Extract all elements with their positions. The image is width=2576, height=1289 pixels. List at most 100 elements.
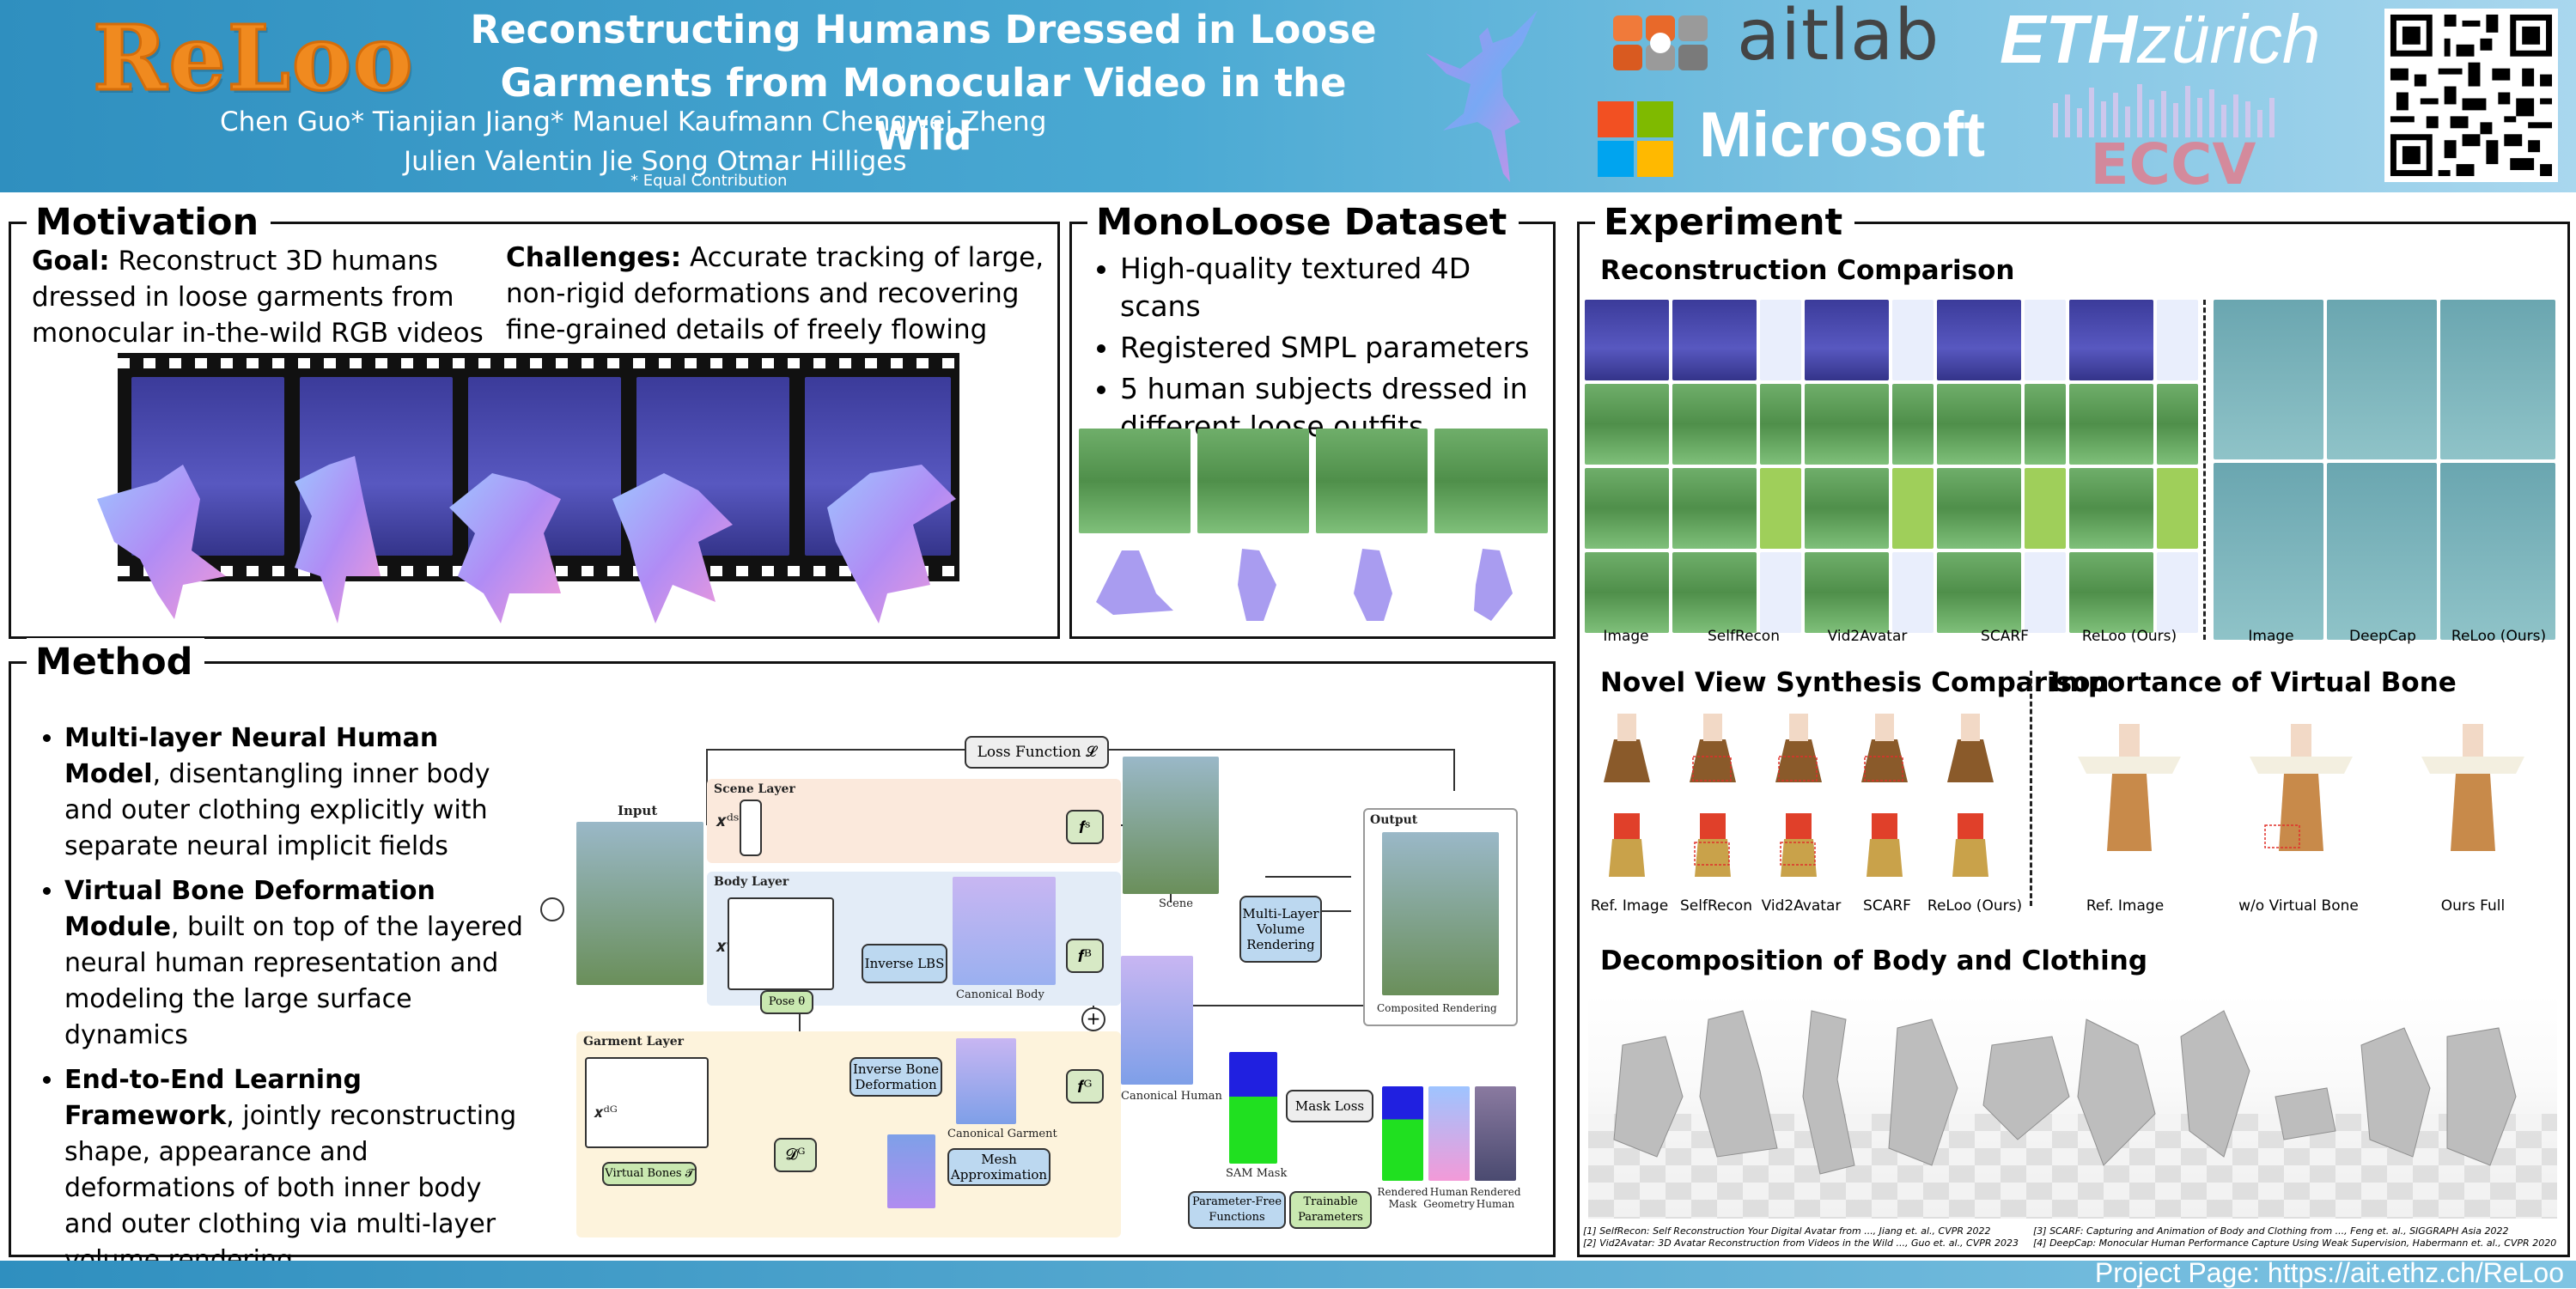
canonical-garment-mesh <box>956 1038 1016 1124</box>
output-box: Output Composited Rendering <box>1363 808 1518 1026</box>
eccv-wordmark: ECCV <box>2090 131 2256 189</box>
caption: DeepCap <box>2349 628 2416 645</box>
equal-contribution-note: * Equal Contribution <box>630 172 788 190</box>
volume-rendering-box: Multi-Layer Volume Rendering <box>1239 896 1322 963</box>
rendered-mask-label: Rendered Mask <box>1377 1186 1428 1210</box>
virtual-bones-box: Virtual Bones 𝓣 <box>602 1162 697 1186</box>
output-label: Output <box>1370 813 1418 827</box>
garment-encoder-box <box>585 1057 709 1148</box>
garment-layer: Garment Layer 𝒙ᵈᴳ <box>576 1031 1121 1237</box>
fs-network: 𝒇ˢ <box>1066 810 1104 844</box>
human-geometry-label: Human Geometry <box>1423 1186 1475 1210</box>
composited-image <box>1382 832 1499 995</box>
dataset-panel: MonoLoose Dataset High-quality textured … <box>1069 198 1556 639</box>
reference-1: [1] SelfRecon: Self Reconstruction Your … <box>1583 1225 1991 1237</box>
camera-icon <box>540 897 564 921</box>
decomposition-figure <box>1588 994 2557 1219</box>
sam-mask-label: SAM Mask <box>1226 1167 1288 1180</box>
dataset-photo <box>1316 429 1428 533</box>
dataset-photo <box>1079 429 1191 533</box>
fg-network: 𝒇ᴳ <box>1066 1069 1104 1104</box>
caption: Image <box>2248 628 2294 645</box>
dancer-meshes <box>97 456 956 623</box>
authors-line-1: Chen Guo* Tianjian Jiang* Manuel Kaufman… <box>220 106 1047 137</box>
dataset-photo <box>1197 429 1309 533</box>
motivation-title: Motivation <box>27 198 271 246</box>
decomposition-title: Decomposition of Body and Clothing <box>1600 945 2148 976</box>
caption: SelfRecon <box>1680 897 1752 915</box>
inverse-bone-box: Inverse Bone Deformation <box>850 1057 942 1097</box>
caption: w/o Virtual Bone <box>2238 897 2359 915</box>
goal-text: Goal: Reconstruct 3D humans dressed in l… <box>32 243 496 351</box>
body-layer-label: Body Layer <box>714 875 789 889</box>
caption: Ours Full <box>2440 897 2506 915</box>
project-page-link[interactable]: Project Page: https://ait.ethz.ch/ReLoo <box>2094 1257 2564 1288</box>
xg-symbol: 𝒙ᵈᴳ <box>594 1104 618 1122</box>
microsoft-logo: Microsoft <box>1598 98 1985 184</box>
xs-symbol: 𝒙ᵈˢ <box>716 810 740 830</box>
poster-title: Reconstructing Humans Dressed in Loose G… <box>470 7 1377 159</box>
garment-layer-label: Garment Layer <box>583 1035 684 1049</box>
method-bullet-text: , disentangling inner body and outer clo… <box>64 759 490 861</box>
eth-zurich-logo: ETHzürich <box>2000 0 2320 79</box>
nvs-divider <box>2030 671 2032 906</box>
sam-mask-image <box>1229 1052 1277 1164</box>
trainable-legend: Trainable Parameters <box>1289 1191 1372 1229</box>
deepcap-ours <box>2440 300 2555 459</box>
fb-network: 𝒇ᴮ <box>1066 939 1104 973</box>
caption: ReLoo (Ours) <box>2081 628 2177 645</box>
goal-label: Goal: <box>32 246 110 277</box>
canonical-body-mesh <box>953 877 1056 985</box>
rendered-human-label: Rendered Human <box>1470 1186 1521 1210</box>
aitlab-logo <box>1613 15 1708 70</box>
motivation-panel: Motivation Goal: Reconstruct 3D humans d… <box>9 198 1060 639</box>
input-label: Input <box>618 803 658 818</box>
caption: SCARF <box>1981 628 2029 645</box>
eth-wordmark: ETH <box>2000 1 2137 77</box>
reference-4: [4] DeepCap: Monocular Human Performance… <box>2033 1237 2557 1249</box>
rendered-human-image <box>1475 1086 1516 1181</box>
footer-bar: Project Page: https://ait.ethz.ch/ReLoo <box>0 1257 2576 1288</box>
param-free-legend: Parameter-Free Functions <box>1188 1191 1286 1229</box>
method-bullet: Multi-layer Neural Human Model, disentan… <box>64 721 537 865</box>
sum-node: + <box>1081 1007 1105 1031</box>
dataset-title: MonoLoose Dataset <box>1087 198 1519 246</box>
deepcap-image <box>2214 300 2323 459</box>
reloo-logo: ReLoo <box>91 4 415 112</box>
zurich-wordmark: zürich <box>2137 1 2321 77</box>
qr-code[interactable] <box>2384 9 2558 182</box>
recon-grid <box>1585 300 2219 641</box>
human-geometry-image <box>1428 1086 1470 1181</box>
recon-comparison-title: Reconstruction Comparison <box>1600 255 2015 286</box>
scene-layer-label: Scene Layer <box>714 782 795 796</box>
rendered-mask-image <box>1382 1086 1423 1181</box>
mesh-approx-box: Mesh Approximation <box>947 1148 1050 1186</box>
scene-image <box>1123 757 1219 894</box>
deepcap-result <box>2327 300 2437 459</box>
method-bullet-bold: Virtual Bone Deformation Module <box>64 876 435 942</box>
inverse-lbs-box: Inverse LBS <box>862 944 947 983</box>
method-bullets: Multi-layer Neural Human Model, disentan… <box>11 721 537 1287</box>
deepcap-ours <box>2440 463 2555 640</box>
caption: Image <box>1603 628 1649 645</box>
caption: ReLoo (Ours) <box>2451 628 2547 645</box>
header-banner: ReLoo Reconstructing Humans Dressed in L… <box>0 0 2576 192</box>
caption: SCARF <box>1863 897 1911 915</box>
deepcap-result <box>2327 463 2437 640</box>
method-diagram: Loss Function 𝓛 Input Scene Layer 𝒙ᵈˢ 𝒇ˢ… <box>527 705 1549 1246</box>
recon-divider <box>2203 300 2206 640</box>
eccv-logo: ECCV <box>2053 84 2275 189</box>
input-image <box>576 822 703 985</box>
method-title: Method <box>27 638 205 686</box>
scene-label: Scene <box>1159 897 1193 910</box>
dg-network: 𝓓ᴳ <box>774 1138 817 1172</box>
dataset-bullet: High-quality textured 4D scans <box>1120 250 1550 325</box>
nvs-title: Novel View Synthesis Comparison <box>1600 667 2110 698</box>
dataset-bullet: Registered SMPL parameters <box>1120 329 1550 367</box>
scene-encoder <box>740 800 762 856</box>
method-panel: Method Multi-layer Neural Human Model, d… <box>9 638 1556 1275</box>
method-bullet: Virtual Bone Deformation Module, built o… <box>64 873 537 1054</box>
deepcap-image <box>2214 463 2323 640</box>
reference-3: [3] SCARF: Capturing and Animation of Bo… <box>2033 1225 2509 1237</box>
body-layer: Body Layer 𝒙ᵈᴮ <box>707 872 1121 1006</box>
